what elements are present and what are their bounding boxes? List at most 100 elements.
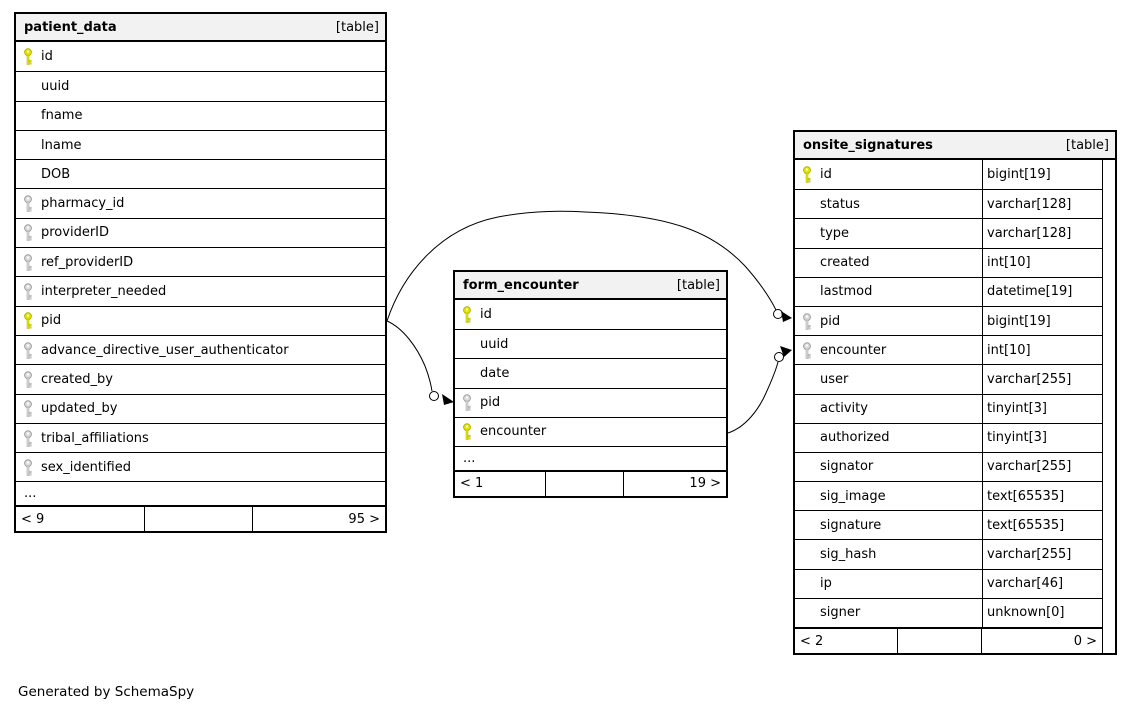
column-type: varchar[255]: [982, 452, 1102, 482]
arrowhead-icon: [781, 311, 792, 322]
column-name: sig_hash: [820, 547, 877, 563]
column-row-type: type varchar[128]: [795, 218, 1103, 248]
table-footer: < 2 0 >: [795, 627, 1103, 653]
column-type: varchar[128]: [982, 219, 1102, 248]
column-row-pid: pid bigint[19]: [795, 305, 1103, 336]
column-type: unknown[0]: [982, 598, 1102, 627]
column-type: bigint[19]: [982, 160, 1102, 190]
column-name: pid: [480, 395, 501, 411]
column-row-encounter: encounter: [455, 416, 726, 446]
cardinality-circle: [773, 309, 783, 319]
table-header: patient_data [table]: [16, 14, 385, 42]
column-name: pharmacy_id: [41, 196, 125, 212]
column-type: bigint[19]: [982, 306, 1102, 336]
column-name: pid: [820, 313, 841, 329]
column-type: tinyint[3]: [982, 423, 1102, 452]
generated-by-note: Generated by SchemaSpy: [18, 684, 195, 700]
column-row-interpreter_needed: interpreter_needed: [16, 276, 385, 306]
foreign-key-icon: [802, 342, 820, 359]
table-type-badge: [table]: [676, 277, 720, 293]
footer-right-count: 95 >: [252, 507, 385, 532]
arrowhead-icon: [780, 346, 792, 357]
foreign-key-icon: [23, 254, 41, 271]
column-row-fname: fname: [16, 100, 385, 130]
column-type: tinyint[3]: [982, 394, 1102, 423]
column-row-pid: pid: [455, 387, 726, 417]
column-name: id: [480, 307, 492, 323]
column-name: interpreter_needed: [41, 284, 167, 300]
column-name: signer: [820, 605, 861, 621]
column-name: user: [820, 371, 849, 387]
truncated-columns-indicator: ...: [455, 445, 726, 470]
column-row-lname: lname: [16, 129, 385, 160]
relationship-curve-form-onsite: [727, 361, 779, 434]
column-row-providerID: providerID: [16, 217, 385, 248]
footer-left-count: < 2: [800, 633, 824, 649]
column-name: type: [820, 225, 850, 241]
foreign-key-icon: [23, 400, 41, 417]
table-footer: < 9 95 >: [16, 505, 385, 532]
column-name: id: [41, 49, 53, 65]
column-name: DOB: [41, 166, 71, 182]
foreign-key-icon: [23, 429, 41, 447]
column-row-authorized: authorized tinyint[3]: [795, 422, 1103, 452]
table-type-badge: [table]: [335, 19, 379, 35]
column-type: varchar[255]: [982, 365, 1102, 394]
column-name: status: [820, 196, 860, 212]
table-type-badge: [table]: [1065, 137, 1109, 153]
column-row-pharmacy_id: pharmacy_id: [16, 188, 385, 218]
column-name: created_by: [41, 371, 113, 387]
column-row-tribal_affiliations: tribal_affiliations: [16, 422, 385, 453]
column-type: varchar[46]: [982, 569, 1102, 598]
column-name: authorized: [820, 430, 890, 446]
table-header: onsite_signatures [table]: [795, 132, 1115, 160]
table-header: form_encounter [table]: [455, 272, 726, 300]
foreign-key-icon: [23, 459, 41, 476]
column-row-updated_by: updated_by: [16, 393, 385, 423]
column-name: advance_directive_user_authenticator: [41, 342, 289, 358]
foreign-key-icon: [462, 394, 480, 411]
primary-key-icon: [462, 306, 480, 323]
column-name: lastmod: [820, 284, 873, 300]
column-name: uuid: [480, 336, 509, 352]
column-type: text[65535]: [982, 482, 1102, 511]
column-row-uuid: uuid: [16, 71, 385, 101]
foreign-key-icon: [23, 283, 41, 300]
column-row-signer: signer unknown[0]: [795, 597, 1103, 627]
foreign-key-icon: [23, 341, 41, 359]
primary-key-icon: [23, 312, 41, 330]
column-row-created_by: created_by: [16, 364, 385, 394]
column-row-user: user varchar[255]: [795, 364, 1103, 394]
column-name: signator: [820, 459, 874, 475]
footer-left-count: < 9: [21, 511, 45, 527]
column-type: text[65535]: [982, 511, 1102, 540]
column-name: pid: [41, 313, 62, 329]
column-row-uuid: uuid: [455, 329, 726, 359]
column-name: activity: [820, 401, 868, 417]
column-row-pid: pid: [16, 305, 385, 335]
table-name[interactable]: patient_data: [24, 19, 117, 35]
table-name[interactable]: form_encounter: [463, 277, 579, 293]
column-name: providerID: [41, 225, 110, 241]
table-name[interactable]: onsite_signatures: [803, 137, 933, 153]
column-row-DOB: DOB: [16, 159, 385, 189]
footer-right-count: 0 >: [981, 629, 1102, 653]
column-name: updated_by: [41, 401, 118, 417]
footer-left-count: < 1: [460, 476, 484, 492]
column-name: uuid: [41, 78, 70, 94]
column-name: created: [820, 255, 870, 271]
column-row-signator: signator varchar[255]: [795, 451, 1103, 482]
footer-spacer: [545, 471, 623, 496]
column-name: date: [480, 365, 510, 381]
column-name: lname: [41, 137, 82, 153]
footer-spacer: [896, 629, 982, 653]
foreign-key-icon: [23, 224, 41, 242]
